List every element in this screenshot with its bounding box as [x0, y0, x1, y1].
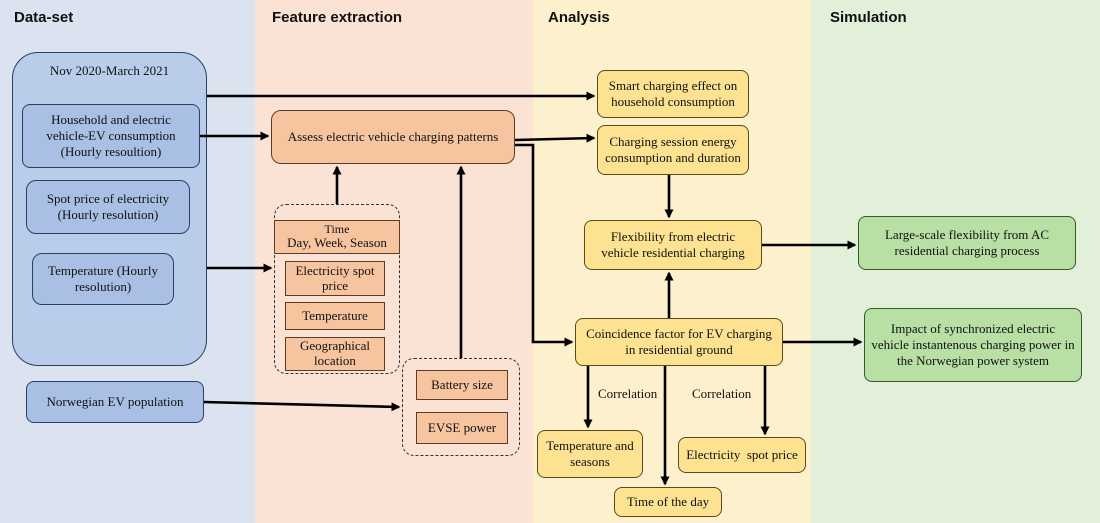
geographical-location-box: Geographical location	[285, 337, 385, 371]
temperature-data-box: Temperature (Hourly resolution)	[32, 253, 174, 305]
arrow-assess-to-session	[514, 133, 596, 143]
smart-charging-effect-box: Smart charging effect on household consu…	[597, 70, 749, 118]
title-feature-extraction: Feature extraction	[272, 9, 403, 26]
battery-size-box: Battery size	[416, 370, 508, 400]
coincidence-factor-box: Coincidence factor for EV charging in re…	[575, 318, 783, 366]
ev-population-box: Norwegian EV population	[26, 381, 204, 423]
temperature-feature-box: Temperature	[285, 302, 385, 330]
synchronized-charging-impact-box: Impact of synchronized electric vehicle …	[864, 308, 1082, 382]
title-analysis: Analysis	[548, 9, 610, 26]
electricity-spot-price-analysis-box: Electricity spot price	[678, 437, 806, 473]
temperature-seasons-box: Temperature and seasons	[537, 430, 643, 478]
flexibility-residential-box: Flexibility from electric vehicle reside…	[584, 220, 762, 270]
assess-charging-patterns-box: Assess electric vehicle charging pattern…	[271, 110, 515, 164]
arrow-assess-to-coincidence	[515, 143, 574, 347]
title-dataset: Data-set	[14, 9, 74, 26]
correlation-label-left: Correlation	[598, 386, 658, 401]
time-subtitle: Day, Week, Season	[287, 235, 387, 251]
arrow-ev-population-to-ev-factors	[203, 400, 401, 412]
time-of-day-box: Time of the day	[614, 487, 722, 517]
dataset-period-label: Nov 2020-March 2021	[49, 63, 170, 78]
time-title: Time	[324, 222, 350, 237]
charging-session-box: Charging session energy consumption and …	[597, 125, 749, 175]
time-box: Time Day, Week, Season	[274, 220, 400, 254]
time-factors-group	[274, 204, 400, 374]
ev-factors-group	[402, 358, 520, 456]
title-simulation: Simulation	[830, 9, 907, 26]
spot-price-box: Spot price of electricity (Hourly resolu…	[26, 180, 190, 234]
evse-power-box: EVSE power	[416, 412, 508, 444]
household-ev-consumption-box: Household and electric vehicle-EV consum…	[22, 104, 200, 168]
correlation-label-right: Correlation	[692, 386, 752, 401]
large-scale-flexibility-box: Large-scale flexibility from AC resident…	[858, 216, 1076, 270]
electricity-spot-price-feature-box: Electricity spot price	[285, 261, 385, 296]
